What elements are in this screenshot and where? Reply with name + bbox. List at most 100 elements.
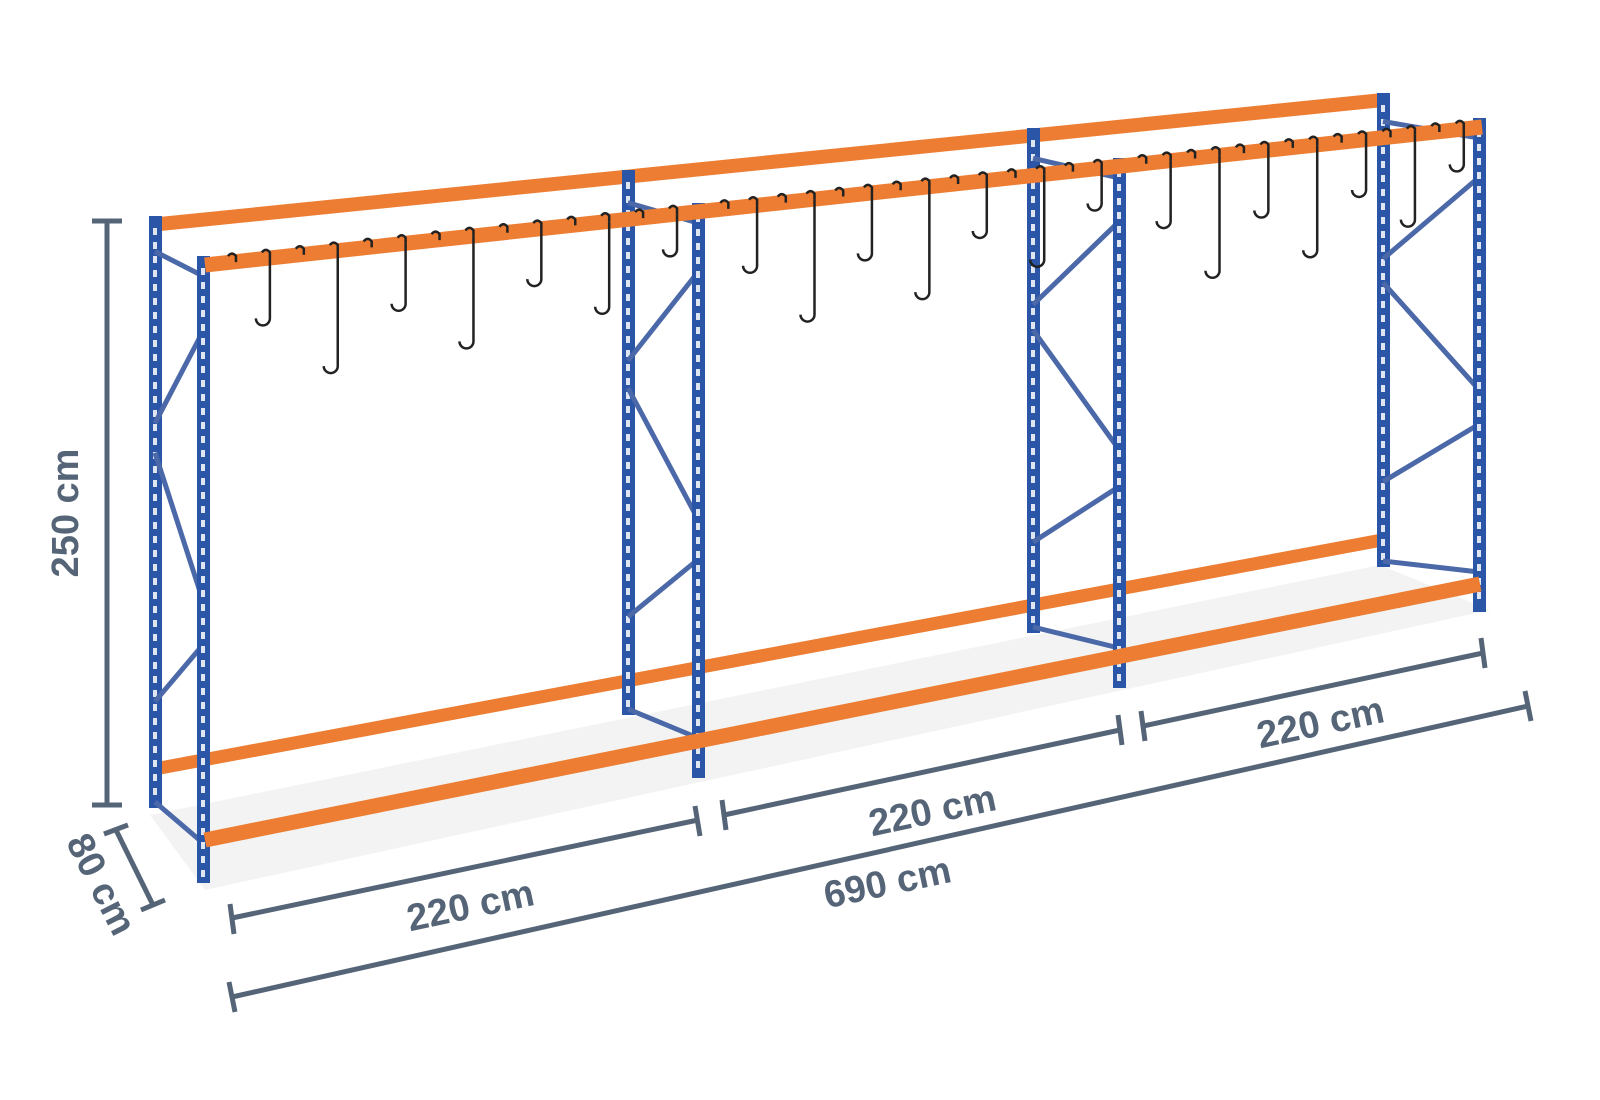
upright-hole bbox=[1031, 322, 1035, 329]
upright-hole bbox=[626, 574, 630, 581]
upright-hole bbox=[1381, 483, 1385, 490]
upright-hole bbox=[696, 467, 700, 474]
upright-hole bbox=[1477, 270, 1481, 277]
hook-top bbox=[634, 208, 645, 219]
upright-hole bbox=[1477, 438, 1481, 445]
hook-top bbox=[294, 245, 306, 255]
upright-hole bbox=[1477, 466, 1481, 473]
frame-brace bbox=[627, 706, 699, 741]
upright-hole bbox=[1031, 392, 1035, 399]
upright-hole bbox=[1381, 553, 1385, 560]
upright-hole bbox=[696, 621, 700, 628]
upright-hole bbox=[626, 588, 630, 595]
hook bbox=[593, 221, 611, 315]
upright-hole bbox=[1031, 462, 1035, 469]
upright-hole bbox=[201, 436, 205, 443]
hook bbox=[1350, 139, 1368, 199]
upright-hole bbox=[1477, 368, 1481, 375]
upright-hole bbox=[1031, 280, 1035, 287]
depth-dimension: 80 cm bbox=[58, 822, 166, 942]
upright-hole bbox=[626, 658, 630, 665]
upright-hole bbox=[201, 450, 205, 457]
upright-hole bbox=[626, 616, 630, 623]
upright-hole bbox=[626, 518, 630, 525]
upright-hole bbox=[153, 396, 157, 403]
upright-hole bbox=[626, 504, 630, 511]
upright-hole bbox=[696, 439, 700, 446]
upright-hole bbox=[696, 663, 700, 670]
upright-hole bbox=[1117, 506, 1121, 513]
frame-brace bbox=[152, 452, 206, 602]
upright-hole bbox=[1031, 364, 1035, 371]
upright-hole bbox=[201, 422, 205, 429]
hook-top bbox=[430, 230, 441, 241]
upright-hole bbox=[1031, 434, 1035, 441]
upright-hole bbox=[1477, 200, 1481, 207]
upright-hole bbox=[696, 509, 700, 516]
hook-top bbox=[977, 171, 989, 181]
upright-hole bbox=[1477, 172, 1481, 179]
upright-hole bbox=[153, 662, 157, 669]
upright-hole bbox=[1381, 189, 1385, 196]
hook-top bbox=[719, 199, 730, 209]
upright-hole bbox=[201, 702, 205, 709]
hook bbox=[799, 199, 816, 323]
upright-hole bbox=[1477, 424, 1481, 431]
hook-top bbox=[1405, 124, 1417, 135]
upright-hole bbox=[1477, 508, 1481, 515]
upright-hole bbox=[626, 364, 630, 371]
upright-hole bbox=[696, 607, 700, 614]
hook bbox=[1155, 161, 1172, 230]
upright-hole bbox=[1031, 588, 1035, 595]
upright-hole bbox=[626, 644, 630, 651]
upright-hole bbox=[1381, 427, 1385, 434]
upright-hole bbox=[626, 322, 630, 329]
upright-hole bbox=[1117, 282, 1121, 289]
upright-hole bbox=[1117, 520, 1121, 527]
upright-hole bbox=[1117, 212, 1121, 219]
upright-hole bbox=[1381, 105, 1385, 112]
upright-hole bbox=[153, 382, 157, 389]
upright-hole bbox=[1031, 602, 1035, 609]
upright-hole bbox=[696, 411, 700, 418]
upright-hole bbox=[153, 270, 157, 277]
frame-brace bbox=[626, 557, 700, 619]
upright-hole bbox=[1477, 452, 1481, 459]
upright-hole bbox=[1031, 490, 1035, 497]
hook-top bbox=[805, 189, 816, 200]
upright-hole bbox=[201, 646, 205, 653]
hook-top bbox=[1006, 168, 1017, 178]
hook bbox=[661, 214, 679, 258]
upright-hole bbox=[153, 718, 157, 725]
upright-hole bbox=[153, 676, 157, 683]
upright-hole bbox=[1477, 242, 1481, 249]
frame-brace bbox=[1030, 328, 1122, 451]
upright-hole bbox=[153, 550, 157, 557]
upright-hole bbox=[1117, 604, 1121, 611]
upright-hole bbox=[1381, 525, 1385, 532]
upright-hole bbox=[1031, 336, 1035, 343]
upright-hole bbox=[626, 602, 630, 609]
upright-hole bbox=[1477, 592, 1481, 599]
upright-hole bbox=[1117, 394, 1121, 401]
upright-hole bbox=[696, 425, 700, 432]
upright-hole bbox=[201, 828, 205, 835]
hook bbox=[1253, 150, 1270, 219]
hook bbox=[1399, 134, 1417, 228]
upright-hole bbox=[1031, 238, 1035, 245]
hook-top bbox=[1161, 151, 1172, 162]
upright-hole bbox=[153, 494, 157, 501]
upright-hole bbox=[201, 464, 205, 471]
upright-hole bbox=[1117, 548, 1121, 555]
hook bbox=[1086, 168, 1103, 212]
hook bbox=[971, 180, 989, 240]
hook-top bbox=[362, 237, 373, 248]
upright-hole bbox=[626, 630, 630, 637]
upright-hole bbox=[1477, 256, 1481, 263]
upright-hole bbox=[201, 352, 205, 359]
upright-hole bbox=[1381, 455, 1385, 462]
upright-hole bbox=[153, 606, 157, 613]
upright-hole bbox=[1117, 632, 1121, 639]
hook bbox=[914, 187, 931, 301]
